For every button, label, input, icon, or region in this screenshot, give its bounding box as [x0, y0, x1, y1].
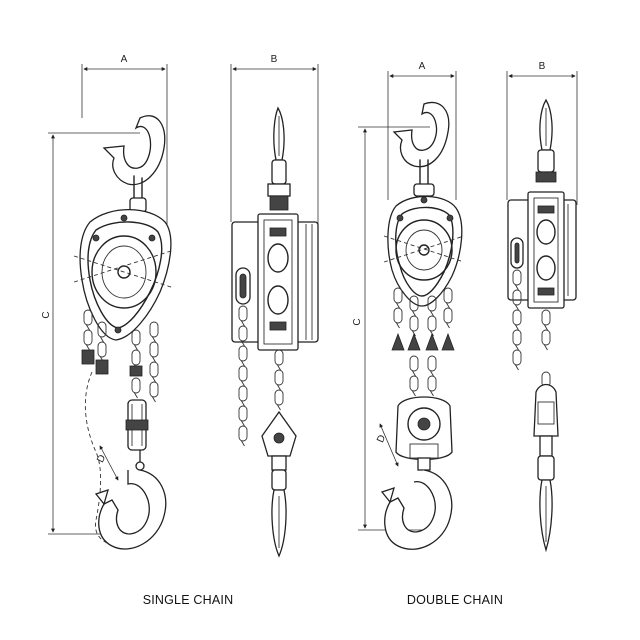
caption-double-chain: DOUBLE CHAIN: [407, 593, 503, 607]
dimension-a-label: A: [121, 54, 128, 65]
dimension-d-label-double: D: [375, 433, 388, 444]
caption-single-chain: SINGLE CHAIN: [143, 593, 234, 607]
double-chain-side-view: B: [506, 61, 578, 553]
dimension-b-label: B: [271, 54, 278, 65]
single-chain-side-view: B: [230, 54, 319, 558]
dimension-b-label-double: B: [539, 61, 546, 72]
dimension-d-label: D: [95, 453, 108, 465]
dimension-c-label-double: C: [352, 318, 363, 325]
dimension-a-label-double: A: [419, 61, 426, 72]
single-chain-front-view: A C: [41, 54, 175, 550]
dimension-c-label: C: [41, 311, 52, 318]
double-chain-front-view: A C: [352, 61, 465, 550]
